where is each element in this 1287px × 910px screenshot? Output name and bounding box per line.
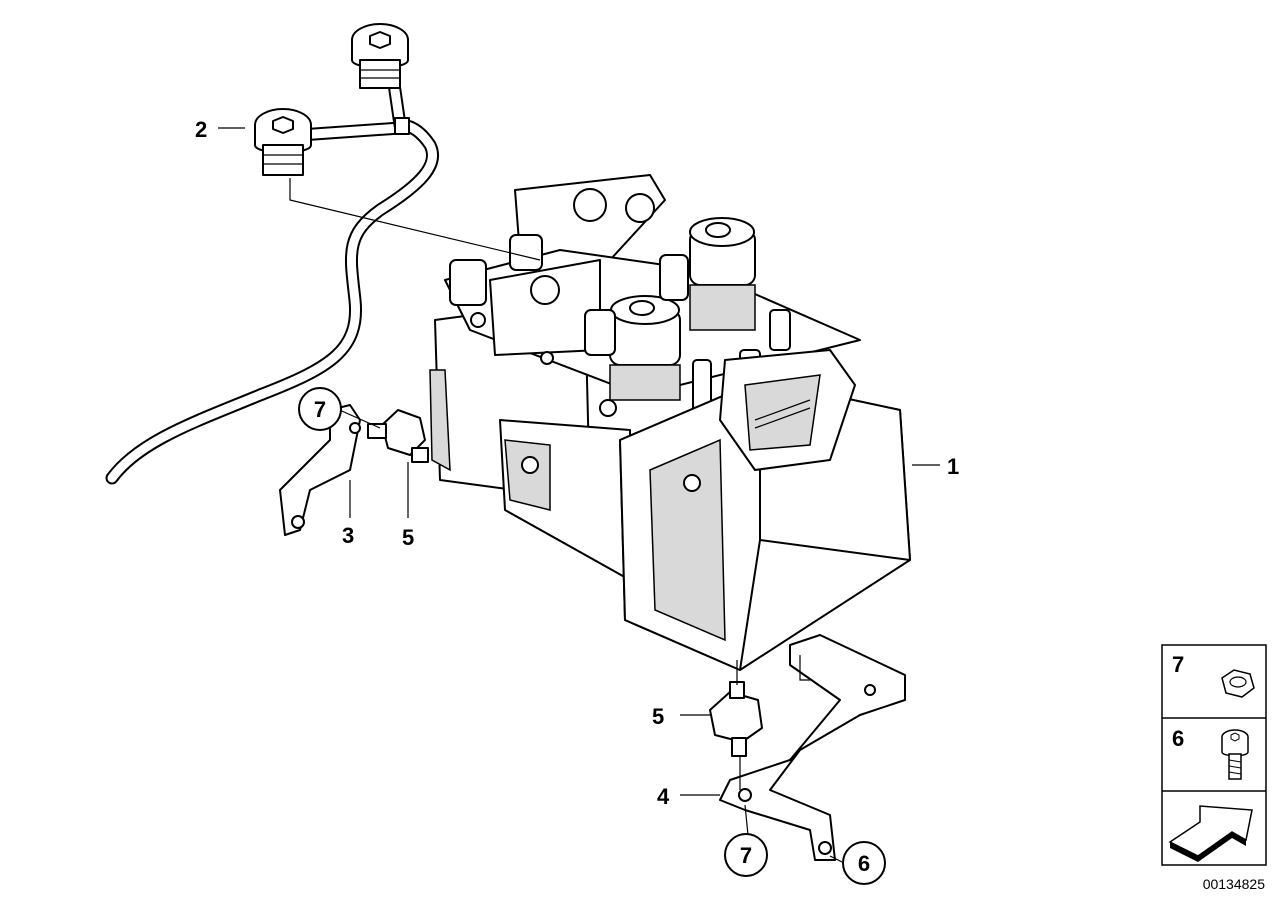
callout-6-circle bbox=[842, 841, 886, 885]
callout-7-upper: 7 bbox=[314, 397, 326, 422]
callout-3: 3 bbox=[342, 523, 354, 548]
rubber-mount-lower bbox=[709, 681, 763, 757]
hydraulic-unit-body bbox=[429, 174, 911, 671]
cap-screw-icon bbox=[1221, 729, 1249, 780]
legend-row-7-number: 7 bbox=[1172, 652, 1184, 677]
screw-plug-with-line bbox=[105, 23, 439, 485]
rubber-mount-upper bbox=[367, 409, 429, 463]
bracket-lower bbox=[719, 634, 906, 861]
callout-1: 1 bbox=[947, 454, 959, 479]
callout-4: 4 bbox=[657, 784, 670, 809]
leader-lines bbox=[218, 127, 940, 863]
callout-7-lower: 7 bbox=[740, 843, 752, 868]
callout-6: 6 bbox=[858, 851, 870, 876]
callout-2: 2 bbox=[195, 117, 207, 142]
hex-nut-icon bbox=[1221, 669, 1255, 698]
callout-5-upper: 5 bbox=[402, 525, 414, 550]
parts-legend: 7 6 bbox=[1161, 644, 1267, 866]
callout-5-lower: 5 bbox=[652, 704, 664, 729]
document-number: 00134825 bbox=[1203, 876, 1266, 892]
bracket-upper bbox=[279, 404, 361, 536]
direction-arrow-icon bbox=[1168, 805, 1253, 862]
legend-row-6-number: 6 bbox=[1172, 726, 1184, 751]
callouts: 1 2 3 4 5 5 7 7 6 bbox=[195, 117, 959, 885]
callout-7-upper-circle bbox=[298, 387, 342, 431]
callout-7-lower-circle bbox=[724, 833, 768, 877]
